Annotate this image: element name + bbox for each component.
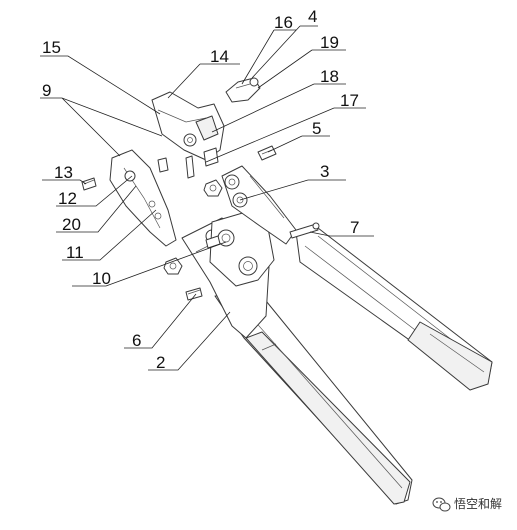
nut-small (203, 179, 223, 197)
pin-7 (289, 222, 320, 239)
bolt-13 (81, 177, 97, 191)
label-13: 13 (54, 163, 73, 182)
side-plate (109, 149, 177, 247)
label-9: 9 (42, 81, 51, 100)
linkage-plate (209, 211, 275, 287)
label-4: 4 (308, 7, 317, 26)
label-5: 5 (312, 119, 321, 138)
screw-5 (257, 145, 277, 161)
label-15: 15 (42, 38, 61, 57)
label-12: 12 (58, 189, 77, 208)
watermark: 悟空和解 (432, 496, 502, 512)
bolt-6 (185, 287, 203, 301)
label-3: 3 (320, 162, 329, 181)
leader-lines (40, 25, 374, 371)
wechat-icon (432, 497, 451, 512)
upper-linkage (221, 165, 297, 245)
label-11: 11 (66, 243, 84, 262)
label-18: 18 (320, 67, 339, 86)
label-7: 7 (350, 218, 359, 237)
label-17: 17 (340, 91, 359, 110)
label-10: 10 (92, 269, 111, 288)
nut-lower (163, 257, 183, 275)
die-insert (225, 77, 261, 103)
label-19: 19 (320, 33, 339, 52)
label-16: 16 (274, 13, 293, 32)
label-2: 2 (156, 353, 165, 372)
jaw-head (151, 91, 225, 179)
label-6: 6 (132, 331, 141, 350)
label-14: 14 (210, 47, 229, 66)
part-labels: 16 4 19 15 14 18 9 17 5 13 3 12 20 7 11 … (42, 7, 359, 372)
label-20: 20 (62, 215, 81, 234)
right-handle (295, 227, 493, 391)
watermark-text: 悟空和解 (454, 496, 502, 511)
